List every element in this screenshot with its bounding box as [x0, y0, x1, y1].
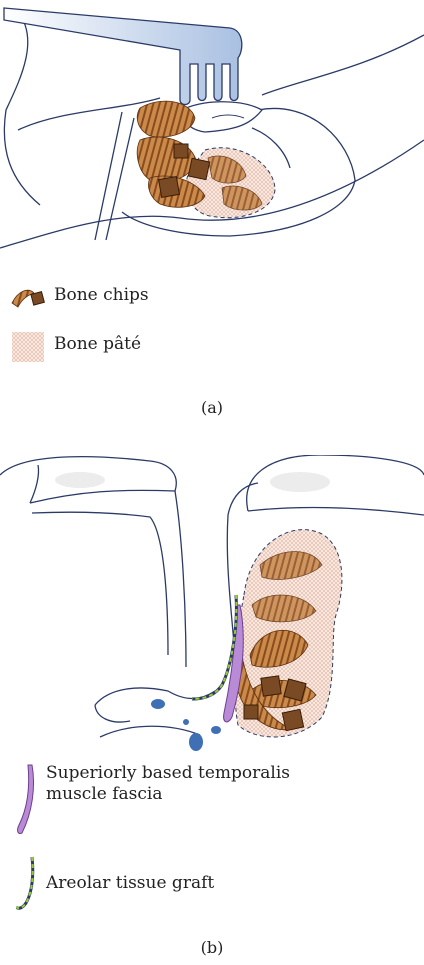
areolar-graft-label: Areolar tissue graft — [46, 873, 214, 894]
bone-pate-icon — [10, 330, 46, 364]
panel-a: Bone chips Bone pâté (a) — [0, 0, 424, 460]
vessel-2 — [189, 733, 203, 751]
legend-item-bone-chips: Bone chips — [10, 285, 149, 309]
vessel-1 — [151, 699, 165, 709]
legend-item-bone-pate: Bone pâté — [10, 330, 141, 364]
fascia-label-line2: muscle fascia — [46, 784, 290, 805]
areolar-graft-icon — [16, 855, 38, 911]
caption-b: (b) — [0, 938, 424, 957]
bone-chips-label: Bone chips — [54, 285, 149, 306]
caption-a: (a) — [0, 398, 424, 417]
retractor-icon — [4, 8, 242, 105]
fascia-label-line1: Superiorly based temporalis — [46, 763, 290, 784]
panel-b: Superiorly based temporalis muscle fasci… — [0, 455, 424, 965]
temporalis-fascia-icon — [16, 763, 38, 835]
bone-pate-label: Bone pâté — [54, 334, 141, 355]
diagram-b — [0, 455, 424, 755]
legend-item-temporalis-fascia: Superiorly based temporalis muscle fasci… — [16, 763, 290, 835]
bone-chips-icon — [10, 285, 46, 309]
diagram-a — [0, 0, 424, 260]
vessel-3 — [211, 726, 221, 734]
legend-item-areolar-graft: Areolar tissue graft — [16, 855, 214, 911]
